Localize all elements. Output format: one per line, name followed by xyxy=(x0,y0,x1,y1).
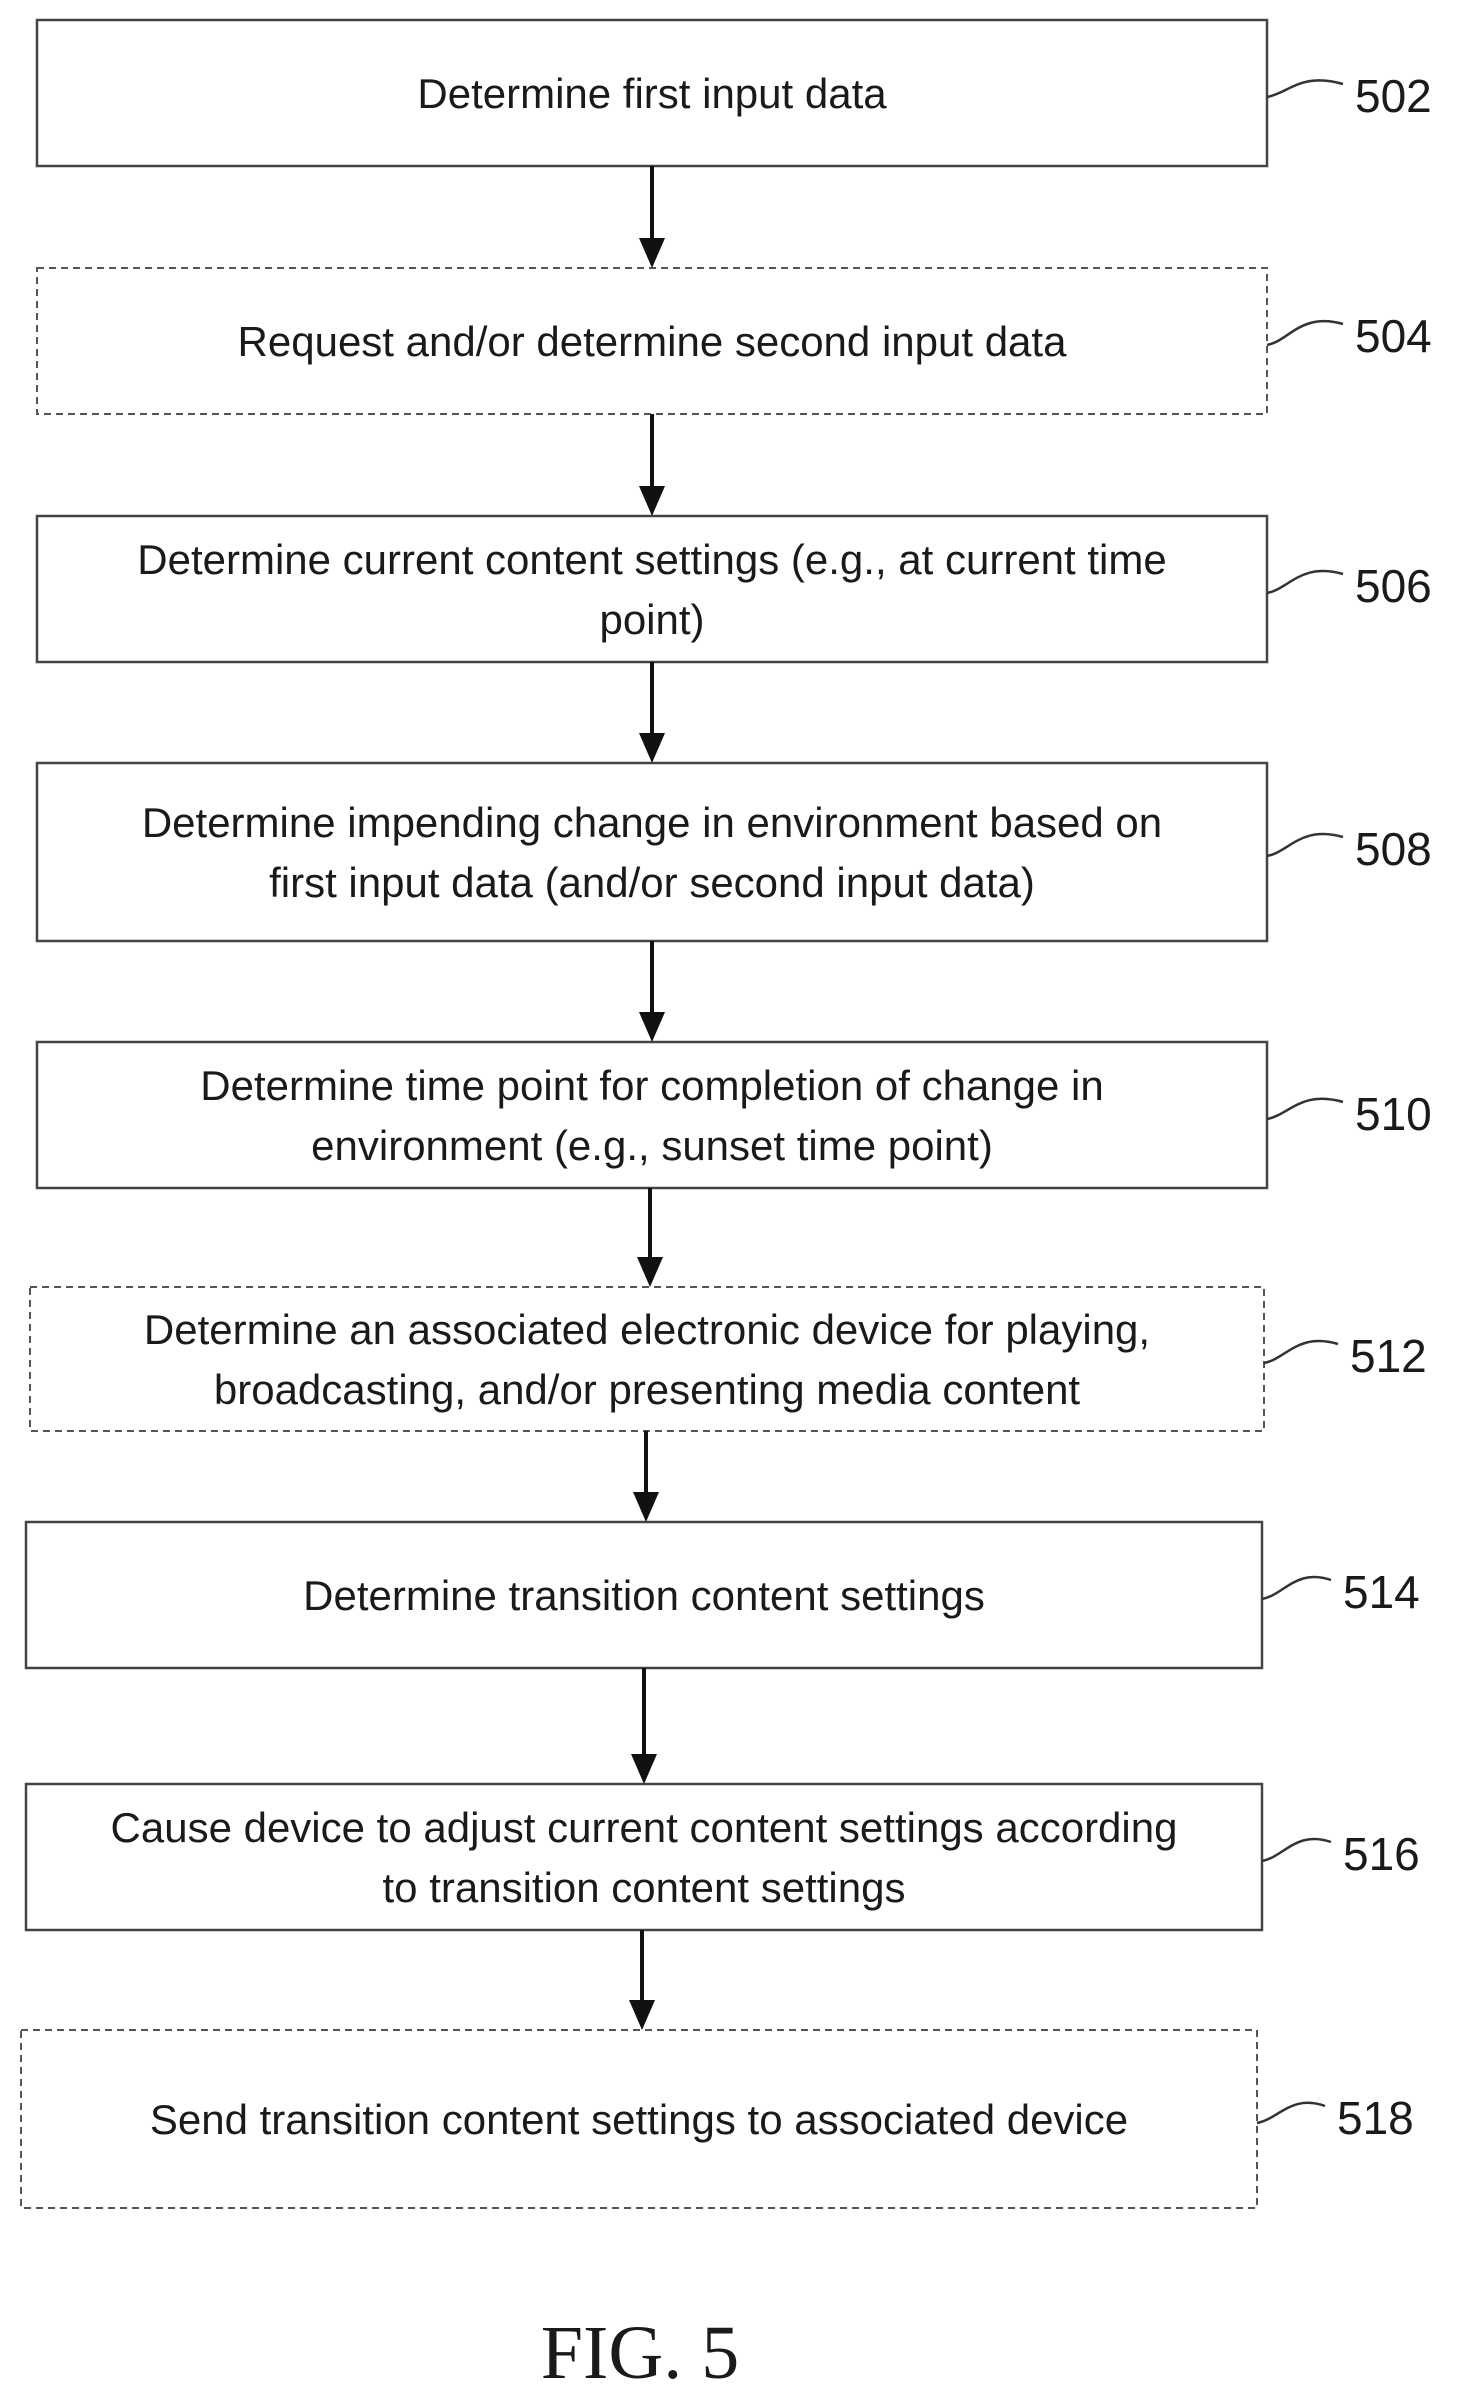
reference-numeral: 518 xyxy=(1337,2092,1414,2144)
reference-numeral: 514 xyxy=(1343,1566,1420,1618)
arrow-head xyxy=(639,1012,665,1042)
reference-leader-line xyxy=(1262,1839,1331,1861)
reference-leader-line xyxy=(1257,2103,1325,2123)
step-504: Request and/or determine second input da… xyxy=(37,268,1432,414)
step-510: Determine time point for completion of c… xyxy=(37,1042,1432,1188)
step-label-line: Send transition content settings to asso… xyxy=(150,2096,1128,2143)
arrow-head xyxy=(639,238,665,268)
step-label-line: Determine transition content settings xyxy=(303,1572,985,1619)
arrow-head xyxy=(633,1492,659,1522)
step-512: Determine an associated electronic devic… xyxy=(30,1287,1427,1431)
reference-numeral: 504 xyxy=(1355,310,1432,362)
reference-numeral: 508 xyxy=(1355,823,1432,875)
step-label-line: Determine impending change in environmen… xyxy=(142,799,1162,846)
reference-leader-line xyxy=(1267,834,1343,856)
reference-leader-line xyxy=(1262,1577,1331,1599)
reference-numeral: 516 xyxy=(1343,1828,1420,1880)
step-label-line: first input data (and/or second input da… xyxy=(269,859,1035,906)
step-label-line: Request and/or determine second input da… xyxy=(238,318,1068,365)
arrow-head xyxy=(639,486,665,516)
flow-arrow xyxy=(639,414,665,516)
step-518: Send transition content settings to asso… xyxy=(21,2030,1414,2208)
arrow-head xyxy=(629,2000,655,2030)
step-label-line: Determine time point for completion of c… xyxy=(200,1062,1103,1109)
arrow-head xyxy=(637,1257,663,1287)
step-box xyxy=(37,763,1267,941)
reference-numeral: 512 xyxy=(1350,1330,1427,1382)
arrow-head xyxy=(639,733,665,763)
flow-arrow xyxy=(637,1188,663,1287)
flow-arrow xyxy=(639,941,665,1042)
flow-arrow xyxy=(633,1431,659,1522)
step-506: Determine current content settings (e.g.… xyxy=(37,516,1432,662)
reference-leader-line xyxy=(1267,321,1343,345)
reference-numeral: 510 xyxy=(1355,1088,1432,1140)
flow-arrow xyxy=(631,1668,657,1784)
reference-leader-line xyxy=(1267,571,1343,593)
reference-numeral: 506 xyxy=(1355,560,1432,612)
reference-numeral: 502 xyxy=(1355,70,1432,122)
step-502: Determine first input data 502 xyxy=(37,20,1432,166)
step-label-line: Cause device to adjust current content s… xyxy=(111,1804,1178,1851)
step-label-line: Determine an associated electronic devic… xyxy=(144,1306,1150,1353)
step-label-line: point) xyxy=(599,596,704,643)
step-508: Determine impending change in environmen… xyxy=(37,763,1432,941)
reference-leader-line xyxy=(1267,80,1343,97)
flow-arrow xyxy=(629,1930,655,2030)
flowchart-steps: Determine first input data 502Request and… xyxy=(21,20,1432,2208)
reference-leader-line xyxy=(1267,1099,1343,1119)
figure-label: FIG. 5 xyxy=(541,2311,739,2395)
step-label-line: Determine current content settings (e.g.… xyxy=(137,536,1166,583)
step-514: Determine transition content settings 514 xyxy=(26,1522,1420,1668)
flow-arrow xyxy=(639,166,665,268)
step-label-line: environment (e.g., sunset time point) xyxy=(311,1122,993,1169)
reference-leader-line xyxy=(1264,1341,1338,1363)
flow-arrow xyxy=(639,662,665,763)
step-label-line: to transition content settings xyxy=(383,1864,906,1911)
arrow-head xyxy=(631,1754,657,1784)
step-label-line: broadcasting, and/or presenting media co… xyxy=(214,1366,1081,1413)
step-516: Cause device to adjust current content s… xyxy=(26,1784,1420,1930)
step-label-line: Determine first input data xyxy=(417,70,887,117)
